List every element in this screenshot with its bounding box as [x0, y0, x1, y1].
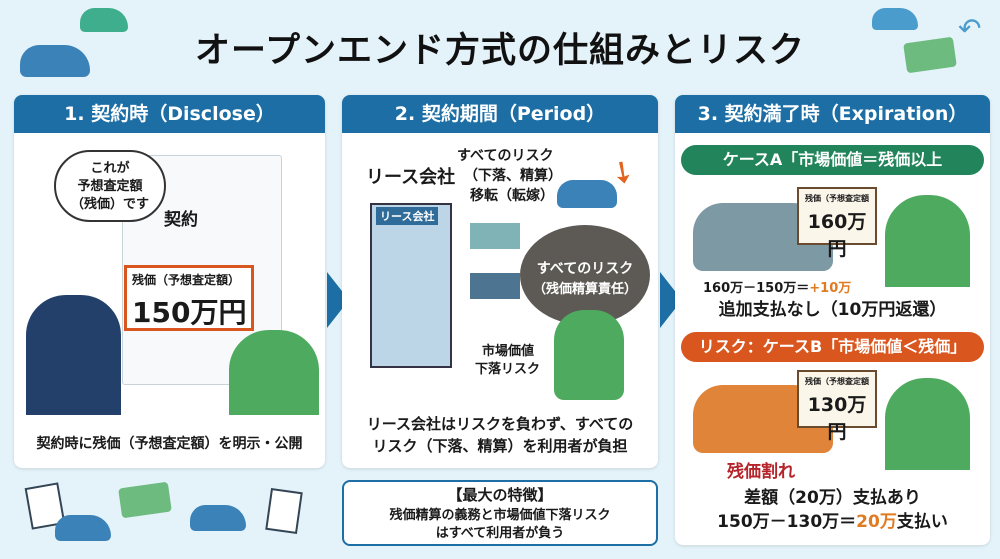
market-risk-label: 下落リスク	[475, 362, 541, 377]
panel-header: 1. 契約時（Disclose）	[14, 95, 325, 133]
feature-line: はすべて利用者が負う	[435, 526, 565, 541]
panel-caption: リース会社はリスクを負わず、すべての	[366, 415, 634, 433]
case-b-result: 差額（20万）支払あり	[744, 488, 921, 508]
sign-value: 160万円	[807, 211, 867, 260]
calc-highlight: +10万	[809, 281, 852, 296]
happy-user-illustration	[885, 195, 970, 287]
car-icon	[872, 8, 918, 30]
money-icon	[118, 481, 172, 519]
risk-bag	[520, 225, 650, 325]
bag-text: すべてのリスク	[536, 261, 634, 277]
transfer-line: （下落、精算）	[464, 168, 562, 184]
case-b-label: リスク：ケースB「市場価値＜残価」	[681, 332, 984, 362]
customer-illustration	[229, 330, 319, 415]
feature-line: 残価精算の義務と市場価値下落リスク	[389, 508, 611, 523]
car-icon	[55, 515, 111, 541]
transfer-line: すべてのリスク	[457, 148, 554, 164]
sign-label: 残価（予想査定額	[805, 377, 869, 386]
car-icon	[557, 180, 617, 208]
calc-text: 150万－130万＝	[717, 512, 857, 532]
case-a-calc: 160万－150万＝+10万	[703, 277, 851, 296]
document-icon	[265, 487, 303, 535]
sign-case-b: 残価（予想査定額 130万円	[797, 370, 877, 443]
panel-expiration: 3. 契約満了時（Expiration） ケースA「市場価値＝残価以上 残価（予…	[675, 95, 990, 545]
calc-text-end: 支払い	[896, 512, 948, 532]
market-risk-label: 市場価値	[482, 344, 535, 359]
user-carrying-illustration	[554, 310, 624, 400]
feature-title: 【最大の特徴】	[447, 486, 553, 504]
undo-arrow-icon: ↶	[958, 12, 982, 45]
salesperson-illustration	[26, 295, 121, 415]
panel-caption: リスク（下落、精算）を利用者が負担	[372, 437, 628, 455]
transfer-line: 移転（転嫁）	[470, 188, 554, 204]
arrow-right-icon	[470, 223, 520, 249]
key-feature-box: 【最大の特徴】 残価精算の義務と市場価値下落リスク はすべて利用者が負う	[342, 480, 658, 546]
sign-label: 残価（予想査定額	[805, 194, 869, 203]
company-label: リース会社	[366, 167, 456, 188]
panel-disclose: 1. 契約時（Disclose） 契約 これが 予想査定額 （残価）です 残価（…	[14, 95, 325, 468]
case-a-result: 追加支払なし（10万円返還）	[718, 300, 947, 320]
panel-caption: 契約時に残価（予想査定額）を明示・公開	[36, 436, 303, 452]
bag-text: （残価精算責任）	[532, 282, 637, 297]
panel-period: 2. 契約期間（Period） リース会社 すべてのリスク （下落、精算） 移転…	[342, 95, 658, 468]
residual-shortfall-label: 残価割れ	[727, 462, 795, 482]
building-illustration	[370, 203, 452, 368]
building-sign: リース会社	[376, 207, 439, 225]
arrow-right-icon	[470, 273, 520, 299]
car-icon	[80, 8, 128, 32]
residual-value: 150万円	[132, 296, 247, 329]
calc-highlight: 20万	[856, 512, 897, 532]
speech-bubble	[54, 150, 166, 222]
contract-title: 契約	[164, 210, 198, 230]
case-b-calc: 150万－130万＝20万支払い	[675, 507, 990, 532]
residual-value-box	[124, 265, 254, 331]
panel-header: 3. 契約満了時（Expiration）	[675, 95, 990, 133]
residual-label: 残価（予想査定額）	[132, 273, 241, 287]
sign-case-a: 残価（予想査定額 160万円	[797, 187, 877, 260]
case-a-label: ケースA「市場価値＝残価以上	[681, 145, 984, 175]
worried-user-illustration	[885, 378, 970, 470]
bubble-line: 予想査定額	[77, 179, 143, 194]
calc-text: 160万－150万＝	[703, 281, 810, 296]
bubble-line: （残価）です	[70, 197, 149, 212]
bubble-line: これが	[90, 161, 130, 176]
sign-value: 130万円	[807, 394, 867, 443]
page-title: オープンエンド方式の仕組みとリスク	[195, 31, 805, 71]
panel-header: 2. 契約期間（Period）	[342, 95, 658, 133]
car-icon	[190, 505, 246, 531]
car-icon	[20, 45, 90, 77]
